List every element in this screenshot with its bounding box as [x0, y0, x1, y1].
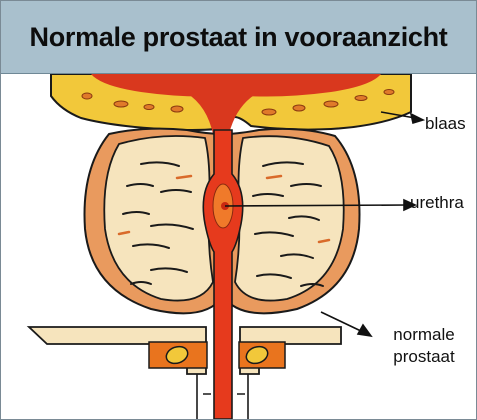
bladder	[51, 74, 411, 134]
lower-support-right	[237, 374, 248, 419]
title-bar: Normale prostaat in vooraanzicht	[1, 1, 476, 74]
label-normal-prostate: normale prostaat	[379, 324, 469, 368]
pelvic-floor	[29, 327, 341, 419]
label-normal-prostate-line2: prostaat	[379, 346, 469, 368]
prostate-pointer-arrowhead	[358, 325, 371, 336]
bladder-pointer-arrowhead	[411, 114, 423, 123]
label-bladder: blaas	[425, 113, 466, 135]
lower-support-left	[197, 374, 211, 419]
label-urethra: urethra	[410, 192, 464, 214]
urethra-pointer-line	[225, 205, 407, 206]
label-normal-prostate-line1: normale	[379, 324, 469, 346]
figure-title: Normale prostaat in vooraanzicht	[30, 22, 448, 53]
